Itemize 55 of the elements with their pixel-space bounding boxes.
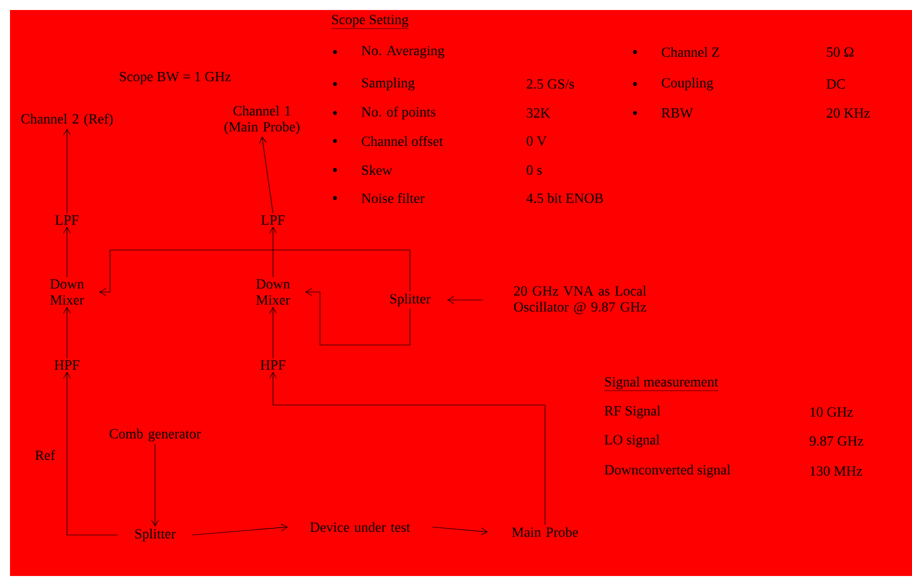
node-text: HPF <box>260 360 286 370</box>
label: 20 KHz <box>826 108 870 118</box>
label: DC <box>826 79 845 89</box>
label: 0 V <box>526 136 547 146</box>
node-text: LPF <box>55 215 79 225</box>
arrow <box>63 226 71 278</box>
node-text: Main Probe <box>512 527 578 537</box>
label: 130 MHz <box>810 466 862 476</box>
arrow <box>447 296 484 304</box>
label: No. Averaging <box>362 46 444 58</box>
label: RF Signal <box>604 406 660 418</box>
node-text: Splitter <box>135 528 176 542</box>
node-text: Device under test <box>310 522 410 532</box>
node-text: Channel 2 (Ref) <box>21 114 113 126</box>
node-text: Splitter <box>390 294 430 306</box>
edge-label: Ref <box>34 449 56 461</box>
node-text: Comb generator <box>110 428 201 442</box>
node-text: 20 GHz VNA as Local Oscillator @ 9.87 GHz <box>514 286 646 314</box>
node-text: Down Mixer <box>50 279 84 305</box>
node-text: LPF <box>261 215 285 225</box>
label: 32K <box>526 108 550 118</box>
label: Sampling <box>362 78 415 90</box>
label: Downconverted signal <box>604 464 730 478</box>
node-text: HPF <box>54 360 80 370</box>
arrow <box>432 526 488 536</box>
arrow <box>305 288 410 346</box>
arrow <box>63 372 118 536</box>
arrow <box>192 524 288 536</box>
label: 9.87 GHz <box>810 436 864 446</box>
label: 4.5 bit ENOB <box>526 193 603 203</box>
section-heading: Scope Setting <box>331 14 409 29</box>
arrow <box>269 372 546 526</box>
node-text: Channel 1 (Main Probe) <box>224 106 300 134</box>
arrow <box>99 250 410 296</box>
label: Channel Z <box>662 47 720 57</box>
arrow <box>151 443 159 526</box>
label: Noise filter <box>362 193 424 203</box>
label: Channel offset <box>362 136 443 146</box>
section-heading: Signal measurement <box>604 376 718 391</box>
label: 50 Ω <box>827 47 854 57</box>
arrow <box>269 306 277 359</box>
label: Coupling <box>662 78 714 90</box>
label: Skew <box>362 165 392 175</box>
label: 0 s <box>526 165 542 175</box>
label: No. of points <box>362 106 436 120</box>
node-text: Down Mixer <box>256 279 290 305</box>
label: 10 GHz <box>810 407 853 417</box>
arrow <box>63 128 71 214</box>
label: Scope BW = 1 GHz <box>120 72 231 84</box>
label: LO signal <box>604 434 660 448</box>
arrow <box>63 306 71 359</box>
label: 2.5 GS/s <box>526 79 574 89</box>
label: RBW <box>662 108 694 118</box>
arrow <box>259 136 274 214</box>
arrow <box>269 226 277 278</box>
